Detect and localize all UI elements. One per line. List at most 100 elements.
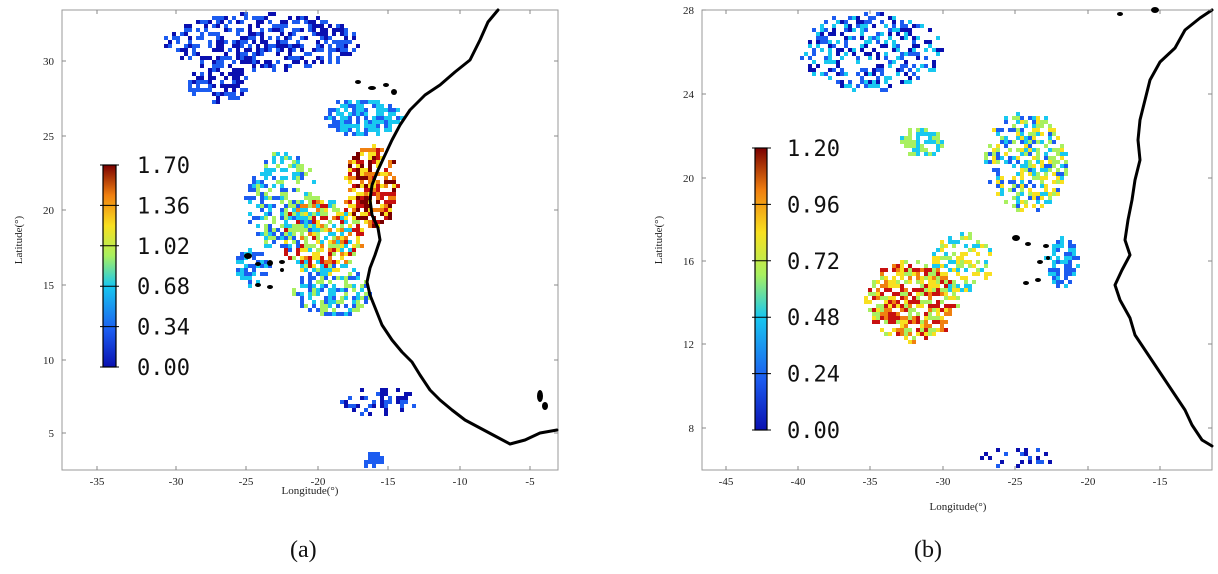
aot-pixel: [928, 280, 932, 284]
aot-pixel: [348, 396, 352, 400]
aot-pixel: [388, 396, 392, 400]
aot-pixel: [880, 12, 884, 16]
aot-pixel: [988, 160, 992, 164]
aot-pixel: [316, 220, 320, 224]
aot-pixel: [896, 328, 900, 332]
aot-pixel: [884, 276, 888, 280]
aot-pixel: [240, 20, 244, 24]
aot-pixel: [272, 68, 276, 72]
y-tick-label: 30: [43, 56, 55, 68]
aot-pixel: [348, 272, 352, 276]
aot-pixel: [296, 200, 300, 204]
aot-pixel: [352, 308, 356, 312]
aot-pixel: [320, 304, 324, 308]
aot-pixel: [944, 256, 948, 260]
aot-pixel: [260, 232, 264, 236]
aot-pixel: [904, 300, 908, 304]
aot-pixel: [264, 192, 268, 196]
aot-pixel: [312, 256, 316, 260]
colorbar-label: 0.68: [137, 275, 190, 300]
aot-pixel: [360, 172, 364, 176]
aot-pixel: [208, 32, 212, 36]
aot-pixel: [900, 276, 904, 280]
aot-pixel: [396, 108, 400, 112]
caption-a: (a): [290, 537, 317, 563]
aot-pixel: [1068, 264, 1072, 268]
aot-pixel: [288, 204, 292, 208]
aot-pixel: [948, 284, 952, 288]
aot-pixel: [312, 264, 316, 268]
aot-pixel: [312, 232, 316, 236]
aot-pixel: [920, 324, 924, 328]
aot-pixel: [1060, 148, 1064, 152]
aot-pixel: [916, 24, 920, 28]
aot-pixel: [316, 208, 320, 212]
aot-pixel: [888, 60, 892, 64]
aot-pixel: [312, 28, 316, 32]
aot-pixel: [284, 192, 288, 196]
aot-pixel: [320, 60, 324, 64]
aot-pixel: [344, 288, 348, 292]
aot-pixel: [352, 404, 356, 408]
aot-pixel: [896, 304, 900, 308]
aot-pixel: [244, 48, 248, 52]
aot-pixel: [1052, 280, 1056, 284]
aot-pixel: [248, 200, 252, 204]
aot-pixel: [876, 316, 880, 320]
aot-pixel: [876, 56, 880, 60]
aot-pixel: [324, 32, 328, 36]
aot-pixel: [268, 236, 272, 240]
aot-pixel: [876, 12, 880, 16]
aot-pixel: [328, 24, 332, 28]
aot-pixel: [928, 328, 932, 332]
aot-pixel: [920, 328, 924, 332]
aot-pixel: [308, 308, 312, 312]
aot-pixel: [316, 260, 320, 264]
aot-pixel: [356, 176, 360, 180]
aot-pixel: [264, 184, 268, 188]
aot-pixel: [364, 188, 368, 192]
aot-pixel: [1064, 284, 1068, 288]
aot-pixel: [276, 44, 280, 48]
aot-pixel: [324, 268, 328, 272]
aot-pixel: [368, 404, 372, 408]
aot-pixel: [908, 144, 912, 148]
aot-pixel: [356, 220, 360, 224]
aot-pixel: [820, 28, 824, 32]
aot-pixel: [872, 308, 876, 312]
aot-pixel: [364, 284, 368, 288]
aot-pixel: [252, 176, 256, 180]
aot-pixel: [352, 48, 356, 52]
aot-pixel: [328, 292, 332, 296]
aot-pixel: [892, 292, 896, 296]
aot-pixel: [1052, 260, 1056, 264]
aot-pixel: [264, 228, 268, 232]
aot-pixel: [1048, 128, 1052, 132]
aot-pixel: [1036, 448, 1040, 452]
aot-pixel: [312, 220, 316, 224]
aot-pixel: [300, 244, 304, 248]
aot-pixel: [320, 208, 324, 212]
aot-pixel: [336, 124, 340, 128]
aot-pixel: [1028, 172, 1032, 176]
aot-pixel: [856, 16, 860, 20]
aot-pixel: [236, 20, 240, 24]
aot-pixel: [324, 312, 328, 316]
aot-pixel: [1028, 196, 1032, 200]
aot-pixel: [316, 44, 320, 48]
aot-pixel: [372, 116, 376, 120]
aot-pixel: [888, 288, 892, 292]
aot-pixel: [164, 44, 168, 48]
aot-pixel: [216, 40, 220, 44]
aot-pixel: [344, 280, 348, 284]
aot-pixel: [1044, 192, 1048, 196]
aot-pixel: [304, 228, 308, 232]
aot-pixel: [304, 248, 308, 252]
aot-pixel: [212, 48, 216, 52]
aot-pixel: [976, 260, 980, 264]
aot-pixel: [1036, 152, 1040, 156]
aot-pixel: [264, 196, 268, 200]
aot-pixel: [232, 44, 236, 48]
x-tick-label: -10: [453, 476, 468, 488]
aot-pixel: [812, 72, 816, 76]
